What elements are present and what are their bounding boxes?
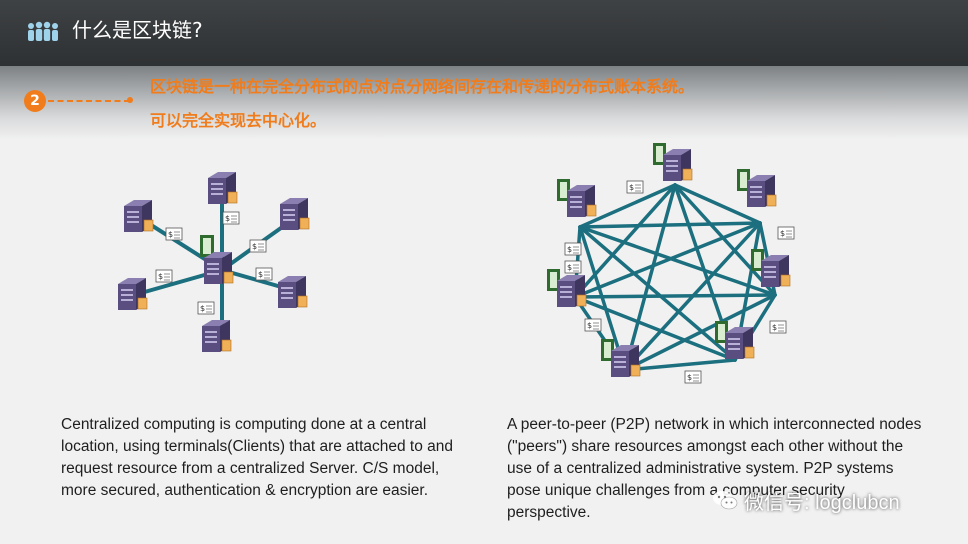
centralized-network-diagram: $ (117, 171, 310, 353)
wechat-watermark: 微信号: logclubcn (712, 486, 900, 514)
people-group-icon (28, 21, 58, 41)
client-server-bottom (201, 319, 232, 353)
headline-line-1: 区块链是一种在完全分布式的点对点分网络间存在和传递的分布式账本系统。 (150, 77, 695, 96)
client-server-lower-left (117, 277, 148, 311)
client-server-top (207, 171, 238, 205)
central-server (203, 251, 234, 285)
mesh-links (573, 183, 777, 372)
header-gradient-band (0, 66, 968, 140)
watermark-text: 微信号: logclubcn (744, 491, 900, 514)
slide-title: 什么是区块链? (72, 18, 203, 42)
peer-node-right (751, 249, 790, 287)
client-server-upper-right (279, 197, 310, 231)
client-server-upper-left (123, 199, 154, 233)
peer-node-upper-right (737, 169, 776, 207)
centralized-caption: Centralized computing is computing done … (61, 416, 454, 499)
peer-node-left (547, 269, 586, 307)
connector-dot (127, 97, 133, 103)
client-server-lower-right (277, 275, 308, 309)
peer-node-top (653, 143, 692, 181)
wechat-icon (713, 491, 738, 510)
header-bar: 什么是区块链? (0, 0, 968, 66)
p2p-network-diagram: $ (535, 135, 795, 384)
p2p-caption: A peer-to-peer (P2P) network in which in… (507, 416, 922, 521)
peer-node-upper-left (557, 179, 596, 217)
point-number-badge: 2 (24, 90, 46, 112)
headline-line-2: 可以完全实现去中心化。 (150, 111, 327, 130)
dashed-connector (48, 100, 130, 102)
peer-node-lower-left (601, 339, 640, 377)
